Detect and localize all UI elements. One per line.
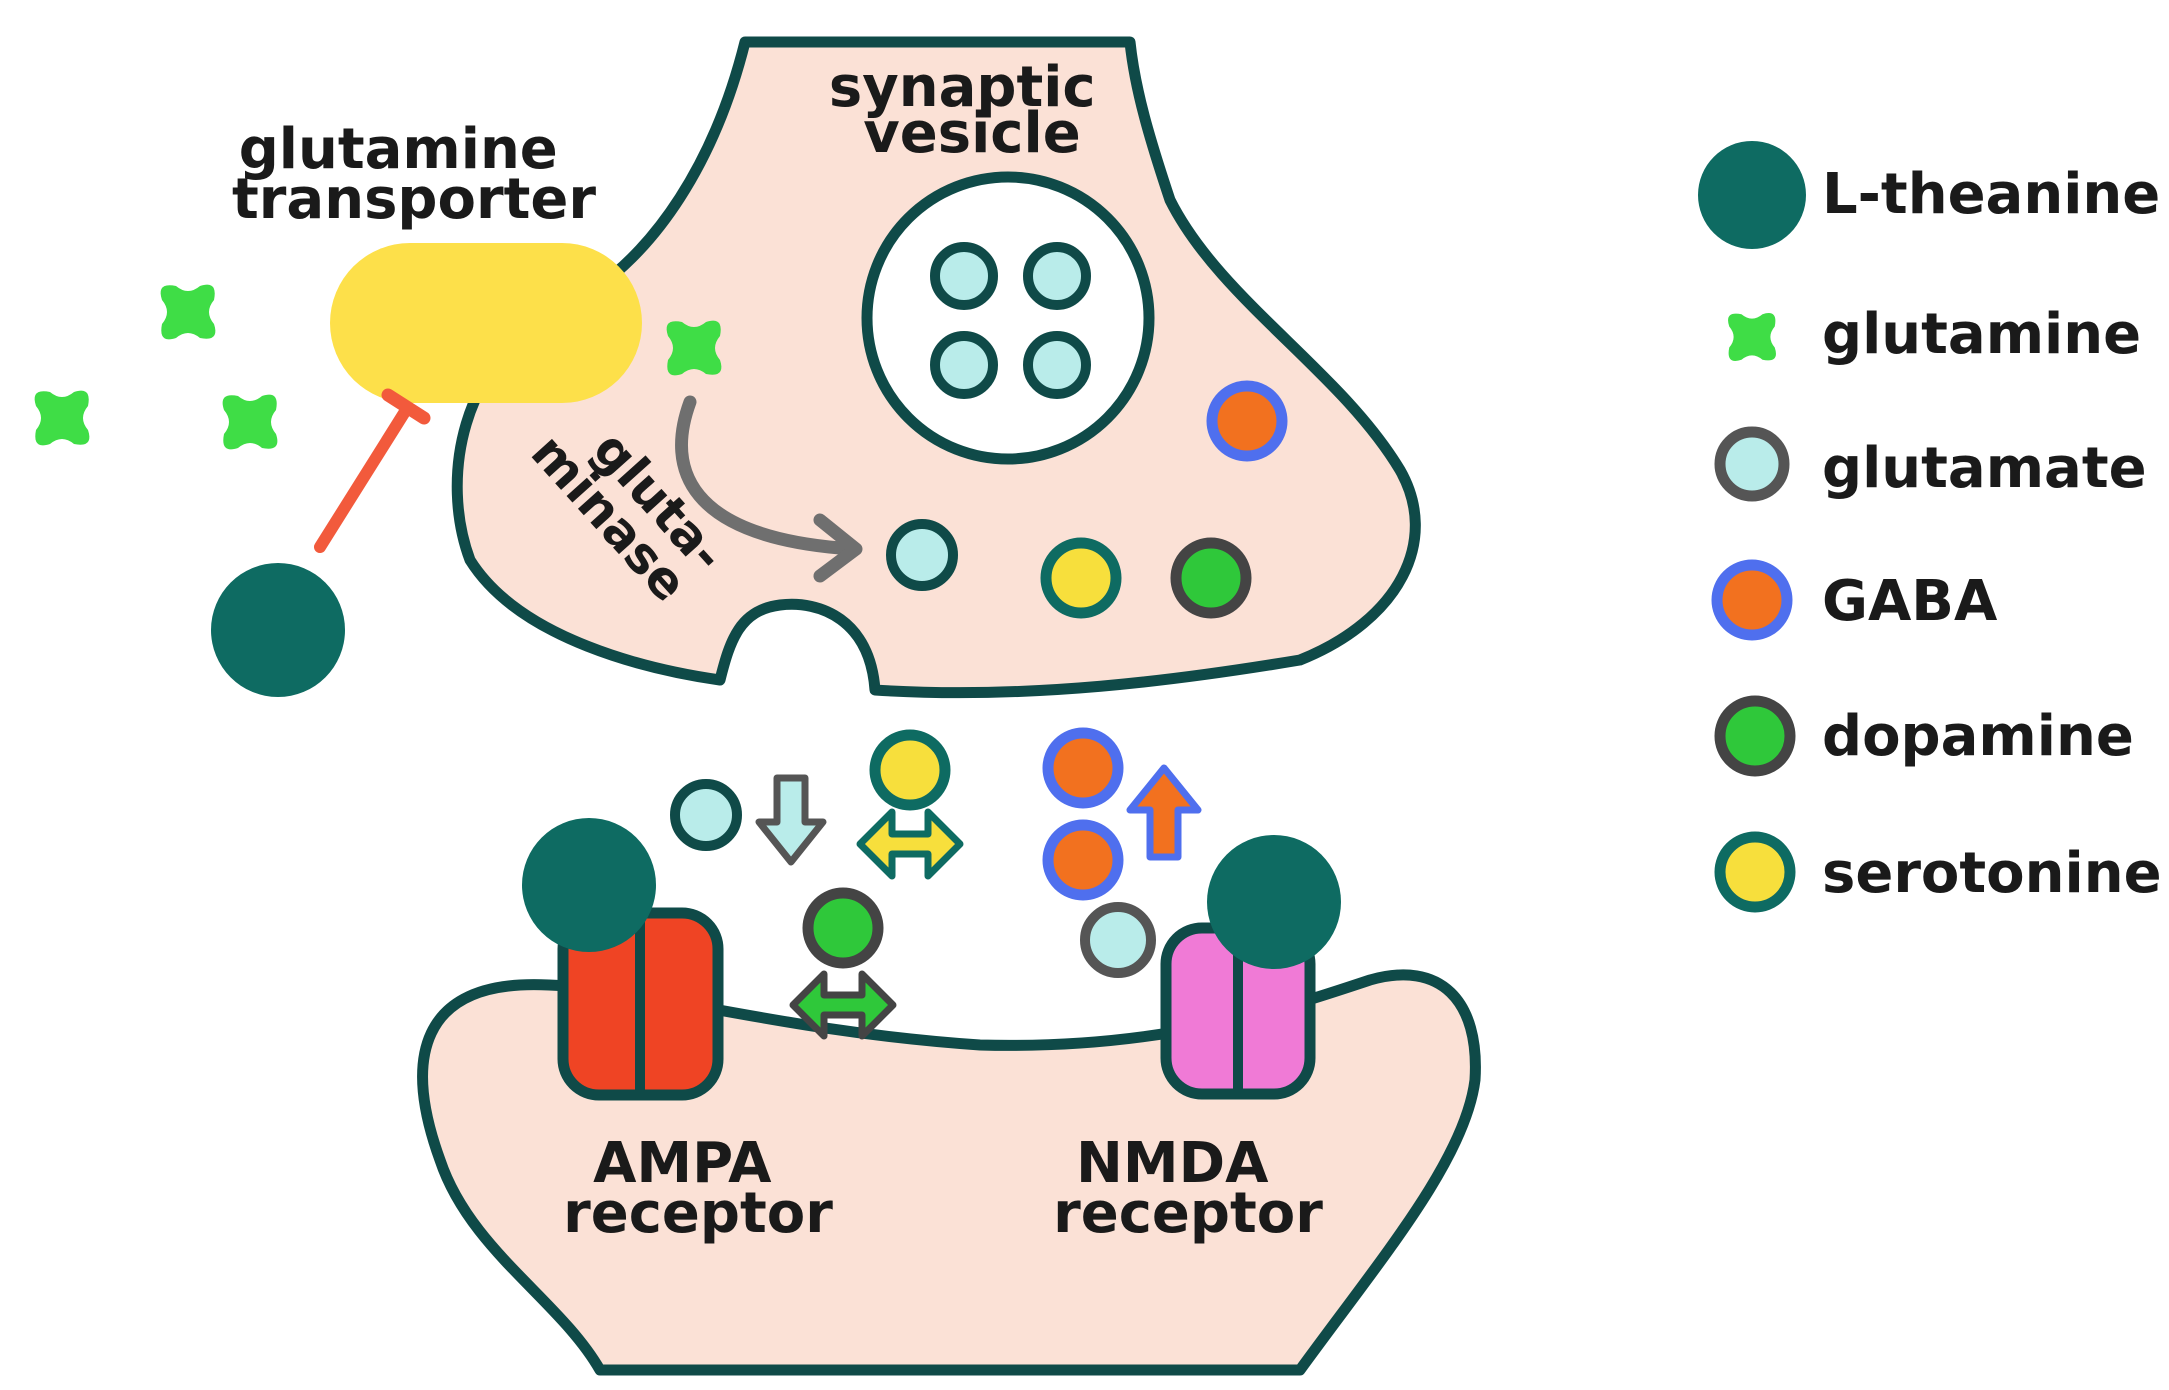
l-theanine-icon	[1207, 835, 1341, 969]
legend-label-glutamine: glutamine	[1822, 302, 2141, 367]
glutamate-icon	[1080, 902, 1156, 978]
legend-label-l-theanine: L-theanine	[1822, 162, 2160, 227]
glutamate-icon	[886, 519, 958, 591]
l-theanine-icon	[1698, 141, 1806, 249]
transporter-label: glutamine transporter	[232, 117, 596, 232]
legend: L-theanine glutamine glutamate GABA dopa…	[1698, 141, 2162, 913]
gaba-icon	[1711, 559, 1793, 641]
glutamine-icon	[34, 390, 90, 446]
gaba-icon	[1042, 727, 1124, 809]
l-theanine-icon	[522, 818, 656, 952]
glutamine-icon	[222, 394, 278, 450]
l-theanine-icon	[211, 563, 345, 697]
glutamate-icon	[1023, 331, 1091, 399]
glutamate-icon	[1023, 242, 1091, 310]
glutaminase-arrow	[675, 395, 847, 555]
glutamine-transporter	[330, 243, 642, 403]
serotonin-double-arrow	[856, 808, 964, 880]
nmda-label: NMDA receptor	[1053, 1131, 1323, 1246]
legend-label-glutamate: glutamate	[1822, 436, 2147, 501]
dopamine-icon	[1714, 695, 1796, 777]
glutamate-icon	[930, 242, 998, 310]
serotonine-icon	[1714, 831, 1796, 913]
glutamate-icon	[1714, 426, 1790, 502]
synaptic-vesicle	[861, 171, 1155, 465]
dopamine-icon	[1170, 537, 1252, 619]
inhibition-bar	[381, 388, 431, 425]
glutaminase-arrowhead	[813, 513, 863, 583]
vesicle-glutamate-group	[930, 242, 1091, 399]
legend-label-serotonine: serotonine	[1822, 841, 2162, 906]
increase-arrow	[1126, 764, 1202, 861]
gaba-icon	[1042, 819, 1124, 901]
inhibition-line	[314, 404, 412, 553]
vesicle-label: synaptic vesicle	[829, 55, 1115, 166]
gaba-icon	[1206, 380, 1288, 462]
decrease-arrow	[755, 774, 827, 866]
legend-label-dopamine: dopamine	[1822, 704, 2134, 769]
dopamine-icon	[802, 887, 884, 969]
glutamate-icon	[930, 331, 998, 399]
ampa-label: AMPA receptor	[563, 1131, 833, 1246]
glutamine-icon	[666, 320, 722, 376]
glutamate-icon	[670, 779, 742, 851]
serotonine-icon	[1040, 537, 1122, 619]
glutamine-icon	[1728, 313, 1776, 361]
serotonine-icon	[869, 729, 951, 811]
legend-label-gaba: GABA	[1822, 569, 1998, 634]
dopamine-double-arrow	[789, 970, 897, 1040]
glutamine-icon	[160, 284, 216, 340]
